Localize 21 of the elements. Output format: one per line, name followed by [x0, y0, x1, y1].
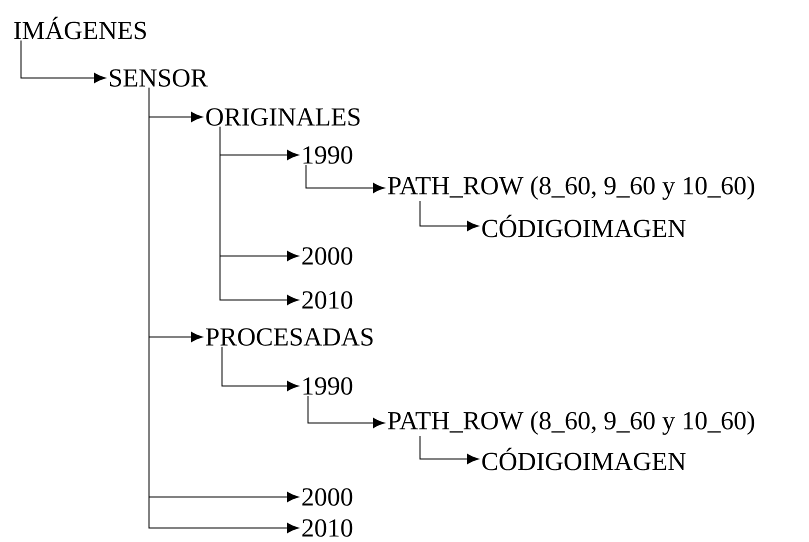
tree-label: CÓDIGOIMAGEN: [482, 448, 686, 470]
tree-label: 2000: [302, 247, 352, 265]
tree-label: PATH_ROW (8_60, 9_60 y 10_60): [388, 411, 754, 435]
tree-label: PROCESADAS: [206, 328, 373, 346]
arrow: [308, 395, 385, 428]
tree-label: PATH_ROW (8_60, 9_60 y 10_60): [388, 176, 754, 200]
tree-label: 2010: [302, 519, 352, 537]
tree-label: 1990: [304, 146, 352, 164]
arrow: [20, 40, 106, 84]
arrow: [420, 436, 479, 464]
tree-label: CÓDIGOIMAGEN: [482, 214, 686, 238]
arrow: [420, 200, 479, 232]
arrow: [220, 126, 299, 306]
tree-label: IMÁGENES: [14, 16, 146, 40]
tree-label: 2010: [302, 291, 352, 309]
tree-label: 2000: [302, 488, 352, 506]
arrow: [222, 346, 299, 392]
arrow: [306, 164, 385, 194]
tree-label: ORIGINALES: [206, 108, 360, 126]
tree-label: 1990: [304, 377, 352, 395]
tree-label: SENSOR: [110, 69, 208, 87]
